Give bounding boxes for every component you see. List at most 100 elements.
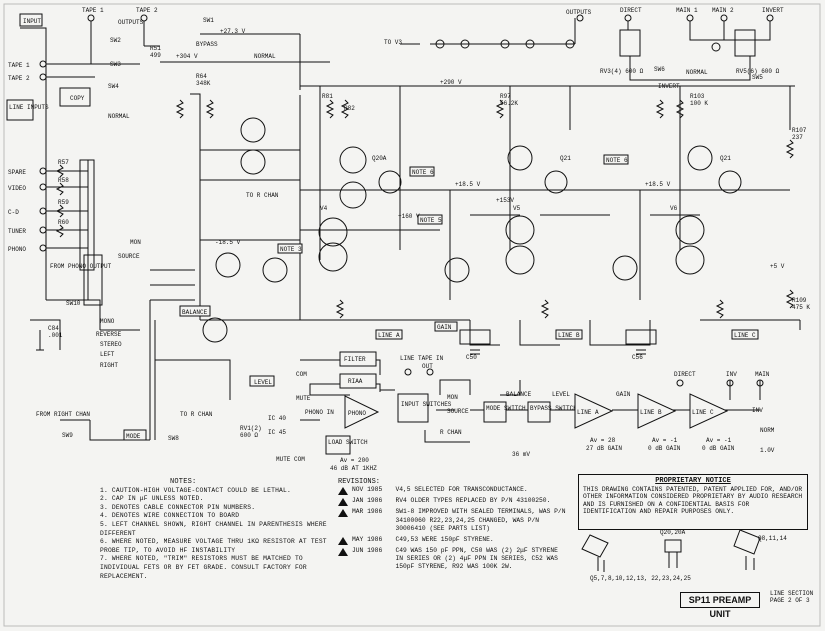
revision-text: C49 WAS 150 pF PPN, C50 WAS (2) 2μF STYR… [395, 546, 558, 571]
power-rails [150, 85, 801, 440]
block-gain-label: GAIN [616, 391, 631, 398]
revision-row: JAN 1986 RV4 OLDER TYPES REPLACED BY P/N… [338, 497, 568, 507]
svg-text:V4: V4 [320, 205, 328, 212]
top-connectors: TAPE 1 TAPE 2 OUTPUTS SW1 BYPASS NORMAL … [70, 7, 784, 120]
mode-label: MODE [126, 433, 141, 440]
block-line-c-label: LINE C [692, 409, 714, 416]
block-phono-label: PHONO [348, 410, 366, 417]
sw3-label: SW3 [110, 61, 121, 68]
from-right-chan-label: FROM RIGHT CHAN [36, 411, 90, 418]
line-a-label: LINE A [378, 332, 400, 339]
sw4-label: SW4 [108, 83, 119, 90]
revision-text: SW1-8 IMPROVED WITH SEALED TERMINALS, WA… [395, 508, 566, 533]
revision-row: MAR 1986 SW1-8 IMPROVED WITH SEALED TERM… [338, 508, 568, 533]
tape1-in-label: TAPE 1 [8, 62, 30, 69]
sw8-label: SW8 [168, 435, 179, 442]
note6-label-2: NOTE 6 [606, 157, 628, 164]
note-6: 6. WHERE NOTED, MEASURE VOLTAGE THRU 1KΩ… [100, 538, 327, 554]
line-c-label: LINE C [734, 332, 756, 339]
notes-heading: NOTES: [170, 478, 197, 486]
block-36mv-label: 36 mV [512, 451, 530, 458]
revision-text: V4,5 SELECTED FOR TRANSCONDUCTANCE. [395, 486, 528, 494]
svg-text:R58: R58 [58, 177, 69, 184]
revision-triangle-icon [338, 487, 348, 496]
note-5: 5. LEFT CHANNEL SHOWN, RIGHT CHANNEL IN … [100, 520, 327, 537]
block-1v-label: 1.0V [760, 447, 775, 454]
minus185-label: -18.5 V [215, 239, 241, 246]
mode-stereo-label: STEREO [100, 341, 122, 348]
block-line-b-label: LINE B [640, 409, 662, 416]
video-label: VIDEO [8, 185, 26, 192]
parts-group1: Q5,7,8,10,12,13, 22,23,24,25 [590, 575, 691, 582]
block-line-a-amp [574, 393, 614, 429]
to-v3-label: TO V3 [384, 39, 402, 46]
spare-label: SPARE [8, 169, 26, 176]
block-line-c-amp [689, 393, 729, 429]
svg-text:IC 40: IC 40 [268, 415, 286, 422]
svg-text:R109: R109 [792, 297, 807, 304]
block-level-label: LEVEL [552, 391, 570, 398]
input-label: INPUT [23, 18, 41, 25]
svg-text:.001: .001 [48, 332, 63, 339]
drawing-title: SP11 PREAMP UNIT [680, 592, 760, 619]
sw6-label: SW6 [654, 66, 665, 73]
bypass-label: BYPASS [196, 41, 218, 48]
plus185-label: +18.5 V [455, 181, 481, 188]
notes-block: NOTES: 1. CAUTION-HIGH VOLTAGE-CONTACT C… [100, 478, 330, 581]
active-devices [202, 117, 742, 343]
notice-heading: PROPRIETARY NOTICE [655, 477, 731, 485]
svg-text:R82: R82 [344, 105, 355, 112]
mode-mono-label: MONO [100, 318, 115, 325]
mon-switch-label: MON [130, 239, 141, 246]
direct-label: DIRECT [620, 7, 642, 14]
invert-label: INVERT [762, 7, 784, 14]
plus304-label: +304 V [176, 53, 198, 60]
input-section: INPUT LINE INPUTS TAPE 1 TAPE 2 SPARE VI… [6, 13, 151, 441]
to-r-chan-label-2: TO R CHAN [246, 192, 279, 199]
plus185-label-2: +18.5 V [645, 181, 671, 188]
passive-components [55, 99, 795, 355]
svg-text:R107: R107 [792, 127, 807, 134]
block-riaa-label: RIAA [348, 378, 363, 385]
block-av-a: Av = 28 [590, 437, 616, 444]
block-av-c-db: 0 dB GAIN [702, 445, 735, 452]
svg-text:499: 499 [150, 52, 161, 59]
block-av-a-db: 27 dB GAIN [586, 445, 622, 452]
normal-label: NORMAL [254, 53, 276, 60]
c50-label: C50 [466, 354, 477, 361]
outputs-label-2: OUTPUTS [566, 9, 592, 16]
block-av-c: Av = -1 [706, 437, 732, 444]
block-bypass-switch-label: BYPASS SWITCH [530, 405, 577, 412]
plus273-label: +27.3 V [220, 28, 246, 35]
block-norm-label: NORM [760, 427, 775, 434]
c56-label: C56 [632, 354, 643, 361]
main1-label: MAIN 1 [676, 7, 698, 14]
block-phono-amp [344, 395, 380, 429]
block-direct-label: DIRECT [674, 371, 696, 378]
main2-label: MAIN 2 [712, 7, 734, 14]
tape2-in-label: TAPE 2 [8, 75, 30, 82]
revision-row: NOV 1985 V4,5 SELECTED FOR TRANSCONDUCTA… [338, 486, 568, 496]
svg-text:R51: R51 [150, 45, 161, 52]
section-label: LINE SECTION PAGE 2 OF 3 [770, 590, 814, 604]
sw5-label: SW5 [752, 74, 763, 81]
mode-left-label: LEFT [100, 351, 115, 358]
rv3-label: RV3(4) 600 Ω [600, 68, 644, 75]
revision-text: C49,53 WERE 150pF STYRENE. [395, 535, 494, 543]
svg-text:R64: R64 [196, 73, 207, 80]
revision-date: MAY 1986 [352, 535, 383, 543]
note3-label: NOTE 3 [280, 246, 302, 253]
svg-text:R103: R103 [690, 93, 705, 100]
revisions-heading: REVISIONS: [338, 478, 381, 486]
normal2-label: NORMAL [108, 113, 130, 120]
block-balance-label: BALANCE [506, 391, 532, 398]
phono-label: PHONO [8, 246, 26, 253]
svg-text:R59: R59 [58, 199, 69, 206]
outputs-label-1: OUTPUTS [118, 19, 144, 26]
cd-label: C-D [8, 209, 19, 216]
revision-triangle-icon [338, 509, 348, 518]
plus153-label: +153V [496, 197, 514, 204]
svg-text:600 Ω: 600 Ω [240, 432, 258, 439]
svg-text:348K: 348K [196, 80, 211, 87]
